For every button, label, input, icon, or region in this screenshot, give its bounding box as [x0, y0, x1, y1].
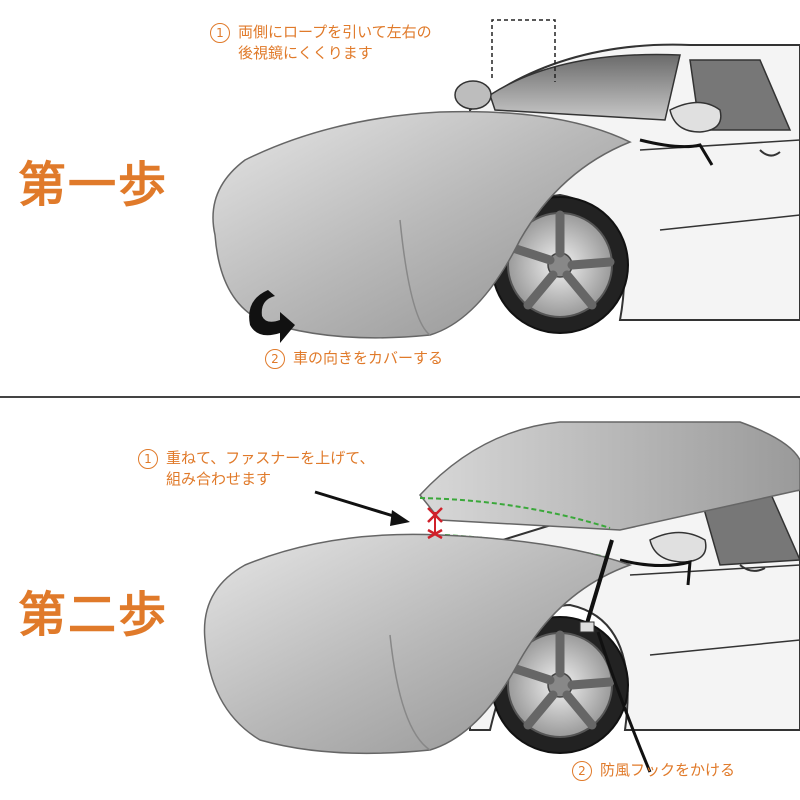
- front-wheel: [491, 616, 629, 754]
- note-text-line-2: 後視鏡にくくります: [238, 44, 373, 62]
- door-handle: [759, 149, 781, 157]
- hook-icon: [579, 621, 595, 633]
- note-text: 重ねて、ファスナーを上げて、: [166, 449, 375, 467]
- car-cover-illustration-1: [212, 19, 800, 343]
- left-mirror: [454, 80, 492, 110]
- guide-line: [491, 19, 556, 82]
- step-two-title: 第二歩: [18, 587, 169, 643]
- step-one-title: 第一歩: [18, 157, 169, 213]
- zipper-marker-icon: [427, 507, 443, 540]
- step-one-panel: 第一歩 1 両側にロープを引いて左右の 後視鏡にくくります 2 車の向きをカバーする: [18, 19, 800, 369]
- hook-strap: [583, 539, 614, 631]
- arrow-head-icon: [390, 510, 410, 526]
- note-text: 防風フックをかける: [600, 761, 736, 779]
- step-two-panel: 第二歩 1 重ねて、ファスナーを上げて、 組み合わせます 2 防風フックをかける: [0, 400, 800, 800]
- step-two-note-1: 1 重ねて、ファスナーを上げて、 組み合わせます: [138, 448, 375, 490]
- step-one-note-2: 2 車の向きをカバーする: [265, 348, 443, 369]
- step-one-note-1: 1 両側にロープを引いて左右の 後視鏡にくくります: [210, 22, 432, 64]
- car-cover-illustration-2: [203, 421, 800, 773]
- rotate-arrow-icon: [249, 290, 295, 343]
- step-number-badge: 1: [138, 448, 158, 469]
- right-mirror: [669, 101, 722, 133]
- car-cover: [203, 533, 633, 755]
- note-text: 両側にロープを引いて左右の: [238, 23, 432, 41]
- windshield: [489, 53, 681, 121]
- pointer-line-hook: [596, 631, 652, 773]
- step-number-badge: 2: [265, 348, 285, 369]
- pointer-line-zipper: [314, 490, 401, 520]
- step-number-badge: 2: [572, 760, 592, 781]
- note-text: 車の向きをカバーする: [293, 349, 444, 367]
- zipper-line-upper: [419, 497, 611, 529]
- car-cover: [212, 110, 632, 339]
- step-number-badge: 1: [210, 22, 230, 43]
- section-divider: [0, 396, 800, 398]
- right-mirror: [649, 531, 707, 563]
- step-two-note-2: 2 防風フックをかける: [572, 760, 735, 781]
- note-text-line-2: 組み合わせます: [166, 470, 272, 488]
- door-handle: [739, 564, 766, 572]
- rope: [619, 558, 692, 586]
- rope: [639, 138, 714, 166]
